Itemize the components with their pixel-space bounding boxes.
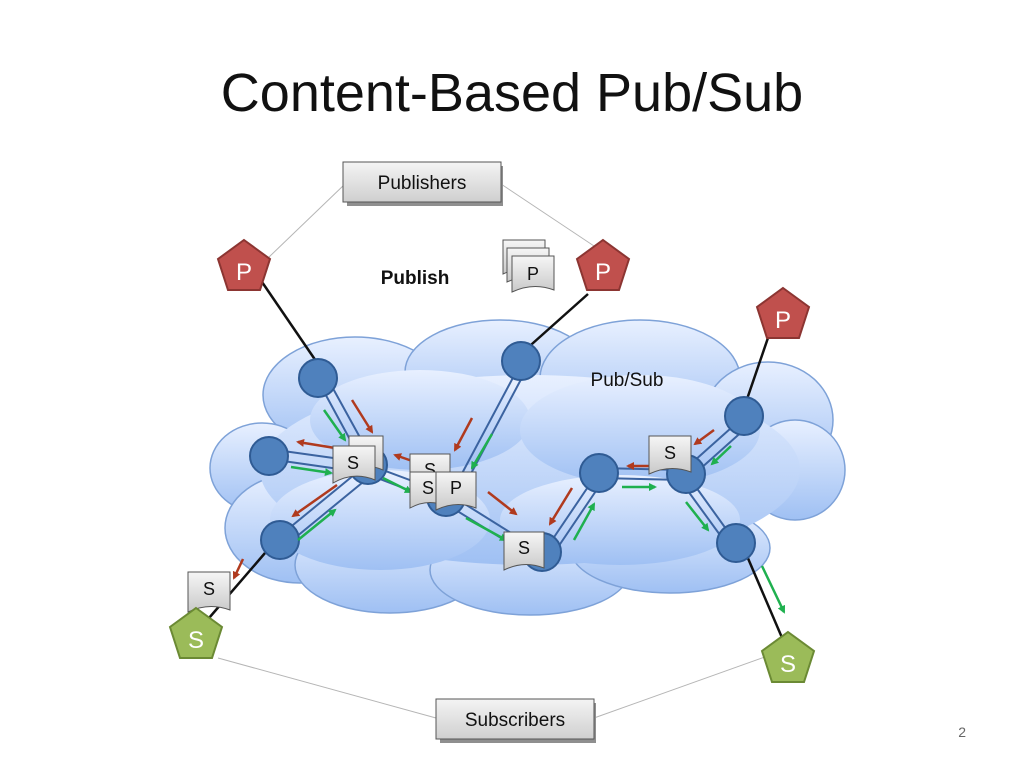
subscription-doc: S bbox=[503, 531, 545, 571]
publisher-label: P bbox=[775, 307, 791, 334]
access-links bbox=[202, 281, 785, 641]
subscriber-label: S bbox=[188, 627, 204, 654]
broker-node bbox=[260, 520, 300, 560]
broker-node bbox=[716, 523, 756, 563]
cloud-label: Pub/Sub bbox=[591, 370, 664, 391]
publication-doc-stack: P bbox=[502, 239, 555, 293]
publication-doc-label: P bbox=[450, 478, 462, 498]
subscriber-node: S bbox=[168, 606, 224, 659]
broker-node bbox=[249, 436, 289, 476]
publisher-node: P bbox=[216, 238, 272, 291]
subscription-doc-label: S bbox=[347, 453, 359, 473]
subscription-doc: S bbox=[648, 435, 692, 475]
publication-doc-label: P bbox=[527, 264, 539, 284]
broker-node bbox=[579, 453, 619, 493]
publication-doc: P bbox=[435, 471, 477, 511]
slide-title: Content-Based Pub/Sub bbox=[220, 63, 804, 123]
publisher-node: P bbox=[755, 286, 811, 339]
subscriber-node: S bbox=[760, 630, 816, 683]
subscribers-label: Subscribers bbox=[465, 710, 565, 731]
subscription-doc-stack: S bbox=[332, 435, 384, 484]
broker-node bbox=[298, 358, 338, 398]
broker-node bbox=[724, 396, 764, 436]
publisher-label: P bbox=[595, 259, 611, 286]
subscriber-label: S bbox=[780, 651, 796, 678]
subscription-doc-label: S bbox=[203, 579, 215, 599]
publisher-node: P bbox=[575, 238, 631, 291]
subscription-arrows bbox=[232, 399, 715, 580]
broker-node bbox=[501, 341, 541, 381]
publishers-label-box: Publishers bbox=[342, 161, 503, 206]
publish-label: Publish bbox=[381, 268, 450, 289]
subscription-doc-label: S bbox=[664, 443, 676, 463]
publication-arrows bbox=[290, 409, 786, 614]
slide-number: 2 bbox=[958, 724, 966, 740]
subscription-doc-label: S bbox=[422, 478, 434, 498]
publishers-label: Publishers bbox=[378, 173, 467, 194]
subscription-doc-label: S bbox=[518, 538, 530, 558]
subscribers-label-box: Subscribers bbox=[435, 698, 596, 743]
subscription-doc: S bbox=[187, 571, 231, 613]
label-connectors bbox=[217, 183, 791, 719]
publisher-label: P bbox=[236, 259, 252, 286]
